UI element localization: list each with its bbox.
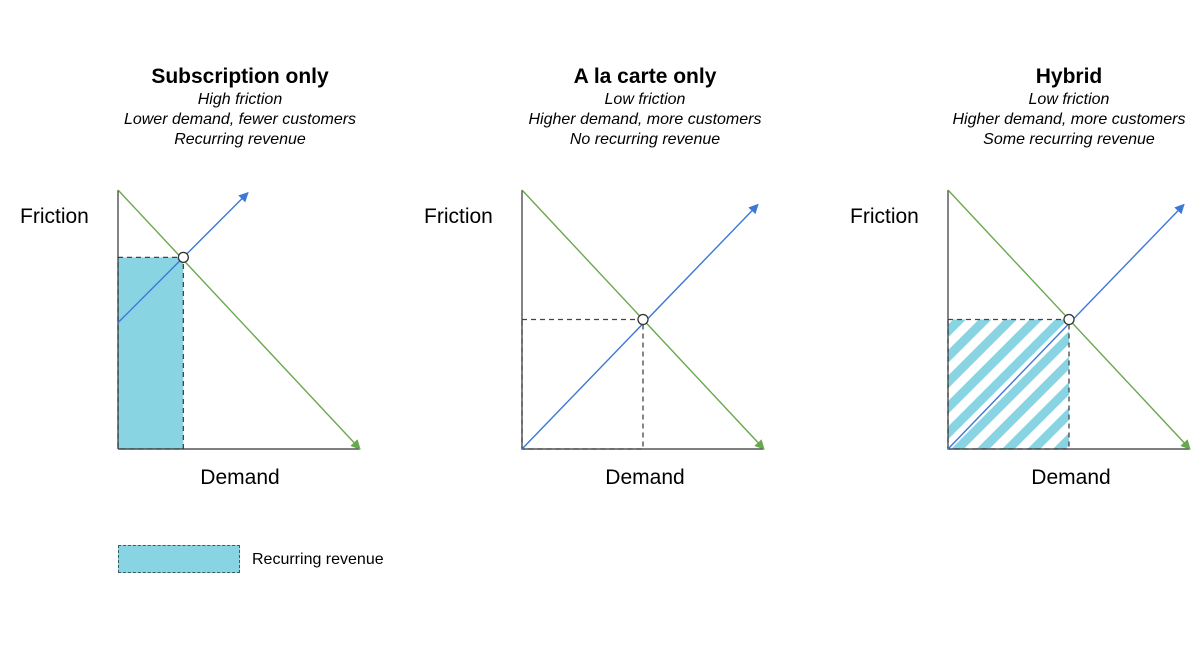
equilibrium-point [177,251,189,263]
panel-subtitle-line: No recurring revenue [569,131,721,148]
y-axis-label: Friction [424,205,493,228]
panel-subtitle-line: High friction [197,91,283,108]
y-axis-label: Friction [850,205,919,228]
panel-title: Hybrid [1035,65,1103,88]
demand-curve [117,189,361,450]
legend-label: Recurring revenue [252,551,384,568]
panel-hybrid [947,189,1191,450]
x-axis-label: Demand [1031,466,1111,489]
panel-subtitle-line: Low friction [1028,91,1110,108]
equilibrium-point [1063,313,1075,326]
equilibrium-point [637,313,649,326]
panel-subtitle-line: Lower demand, fewer customers [123,111,357,128]
supply-arrow [521,203,759,450]
x-axis-label: Demand [605,466,685,489]
x-axis-label: Demand [200,466,280,489]
panel-subtitle-line: Recurring revenue [174,131,306,148]
panel-subscription [117,189,361,450]
panel-alacarte [521,189,765,450]
panel-subtitle-line: Higher demand, more customers [952,111,1186,128]
panel-subtitle-line: Low friction [604,91,686,108]
panel-title: A la carte only [573,65,717,88]
legend-swatch-recurring-revenue [118,545,240,573]
y-axis-label: Friction [20,205,89,228]
panel-heading-alacarte: A la carte only Low friction Higher dema… [495,64,795,150]
panel-subtitle-line: Higher demand, more customers [528,111,762,128]
panel-title: Subscription only [151,65,329,88]
panel-heading-subscription: Subscription only High friction Lower de… [90,64,390,150]
supply-arrow [947,203,1185,450]
panel-subtitle-line: Some recurring revenue [983,131,1155,148]
panel-heading-hybrid: Hybrid Low friction Higher demand, more … [919,64,1200,150]
recurring-revenue-area [118,257,184,449]
